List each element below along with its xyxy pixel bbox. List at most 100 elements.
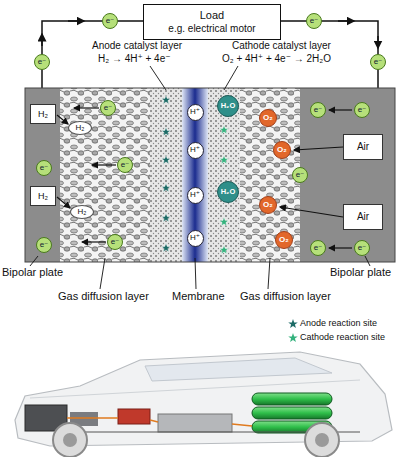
star-symbol bbox=[161, 95, 171, 104]
node-text: H⁺ bbox=[190, 108, 200, 116]
node-text: H₂ bbox=[78, 208, 87, 216]
flow-arrow bbox=[329, 247, 352, 248]
node-text: Load bbox=[200, 9, 224, 23]
leader-line bbox=[150, 66, 166, 90]
flow-arrow bbox=[57, 197, 70, 208]
node-text: e⁻ bbox=[111, 238, 120, 246]
node-text: e⁻ bbox=[374, 58, 383, 66]
node-text: Air bbox=[357, 142, 369, 152]
electron-circle: e⁻ bbox=[310, 240, 326, 256]
electron-circle: e⁻ bbox=[34, 54, 50, 70]
node-text: e⁻ bbox=[296, 171, 305, 179]
part-label: Membrane bbox=[172, 290, 225, 302]
load-box: Loade.g. electrical motor bbox=[143, 4, 281, 40]
current-arrow bbox=[41, 34, 43, 46]
node-text: O₂ bbox=[263, 201, 273, 209]
flow-arrow bbox=[74, 107, 99, 108]
flow-arrow bbox=[280, 207, 343, 217]
air-channel-box: Air bbox=[343, 204, 383, 230]
power-cable bbox=[67, 418, 252, 426]
current-arrow bbox=[377, 36, 379, 48]
hydrogen-tank bbox=[252, 393, 332, 405]
water-circle: H₂O bbox=[217, 95, 239, 117]
node-text: O₂ bbox=[279, 236, 289, 244]
node-text: e⁻ bbox=[121, 161, 130, 169]
flow-arrow bbox=[92, 164, 116, 165]
node-text: H⁺ bbox=[190, 191, 200, 199]
leader-line bbox=[365, 256, 370, 266]
car-illustration bbox=[15, 352, 392, 457]
catalyst-layer bbox=[208, 88, 240, 262]
part-label: O₂ + 4H⁺ + 4e⁻ → 2H₂O bbox=[222, 53, 331, 64]
oxygen-circle: O₂ bbox=[259, 109, 277, 127]
catalyst-layer bbox=[150, 88, 182, 262]
flow-arrow bbox=[294, 147, 343, 150]
wheel-hub bbox=[315, 433, 329, 447]
node-text: H⁺ bbox=[190, 146, 200, 154]
node-text: e⁻ bbox=[104, 104, 113, 112]
oxygen-circle: O₂ bbox=[273, 141, 291, 159]
electron-circle: e⁻ bbox=[354, 240, 370, 256]
node-subtext: e.g. electrical motor bbox=[168, 23, 255, 36]
bipolar-plate bbox=[300, 88, 395, 262]
star-symbol bbox=[219, 155, 229, 164]
legend-star bbox=[288, 319, 298, 328]
leader-line bbox=[268, 258, 270, 289]
part-label: Gas diffusion layer bbox=[58, 290, 149, 302]
node-text: H₂O bbox=[221, 188, 236, 196]
star-symbol bbox=[219, 217, 229, 226]
flow-arrows bbox=[57, 108, 352, 248]
node-text: e⁻ bbox=[358, 244, 367, 252]
star-symbol bbox=[161, 213, 171, 222]
wheel bbox=[53, 423, 87, 457]
gas-diffusion-layer bbox=[240, 88, 300, 262]
node-text: e⁻ bbox=[310, 17, 319, 25]
node-text: O₂ bbox=[263, 114, 273, 122]
flow-arrow bbox=[57, 115, 68, 124]
battery-unit bbox=[118, 409, 150, 424]
electron-circle: e⁻ bbox=[292, 167, 308, 183]
node-text: e⁻ bbox=[314, 106, 323, 114]
part-label: Anode catalyst layer bbox=[92, 40, 182, 51]
node-text: e⁻ bbox=[106, 17, 115, 25]
gas-diffusion-layer bbox=[60, 88, 150, 262]
oxygen-circle: O₂ bbox=[259, 196, 277, 214]
leader-line bbox=[224, 66, 238, 90]
current-arrow bbox=[338, 20, 354, 22]
wheel-hub bbox=[63, 433, 77, 447]
legend-item: Anode reaction site bbox=[300, 319, 377, 329]
legend-item: Cathode reaction site bbox=[300, 333, 385, 343]
proton-circle: H⁺ bbox=[187, 230, 204, 247]
anode-reaction-sites bbox=[161, 95, 171, 252]
membrane bbox=[182, 88, 208, 262]
flow-arrow bbox=[82, 241, 106, 242]
star-symbol bbox=[161, 155, 171, 164]
gas-channel-box: H₂ bbox=[30, 186, 56, 206]
oxygen-circle: O₂ bbox=[275, 231, 293, 249]
node-text: e⁻ bbox=[40, 164, 49, 172]
node-text: H₂O bbox=[221, 102, 236, 110]
node-text: e⁻ bbox=[314, 244, 323, 252]
car-window bbox=[145, 358, 332, 381]
part-label: Cathode catalyst layer bbox=[232, 40, 331, 51]
electron-circle: e⁻ bbox=[107, 234, 123, 250]
gas-channel-box: H₂ bbox=[30, 104, 56, 124]
leader-line bbox=[195, 258, 196, 289]
electron-circle: e⁻ bbox=[370, 54, 386, 70]
bipolar-plate bbox=[25, 88, 60, 262]
node-text: Air bbox=[357, 212, 369, 222]
proton-circle: H⁺ bbox=[187, 104, 204, 121]
proton-circle: H⁺ bbox=[187, 187, 204, 204]
electron-circle: e⁻ bbox=[306, 13, 322, 29]
leader-line bbox=[30, 256, 38, 266]
fuel-cell-stack bbox=[158, 414, 232, 432]
electron-circle: e⁻ bbox=[36, 237, 52, 253]
hydrogen-tank bbox=[252, 407, 332, 419]
part-label: H₂ → 4H⁺ + 4e⁻ bbox=[98, 53, 171, 64]
cell-frame bbox=[25, 88, 395, 262]
hydrogen-molecule: H₂ bbox=[68, 121, 92, 135]
star-symbol bbox=[219, 245, 229, 254]
node-text: H⁺ bbox=[190, 234, 200, 242]
